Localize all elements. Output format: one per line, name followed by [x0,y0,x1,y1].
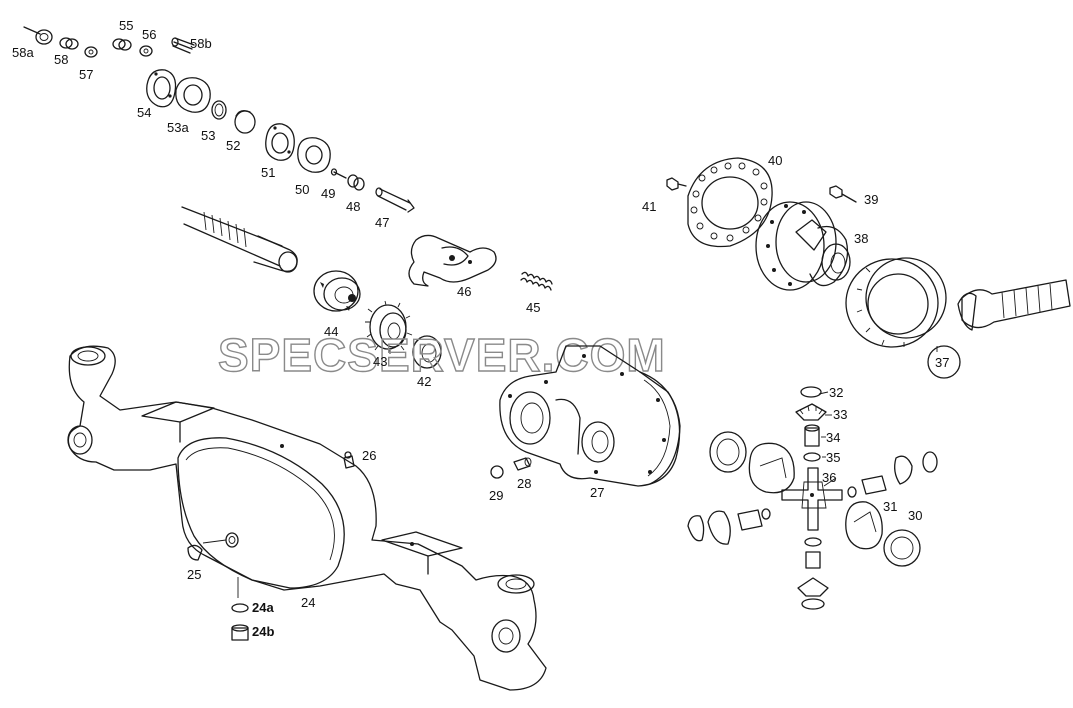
part-50-gasket [297,137,331,173]
callout-labels: 58a 58 57 55 56 58b 54 53a 53 52 51 50 4… [12,18,949,639]
part-58-nut [59,37,79,50]
part-56-washer [139,45,153,57]
callout-52: 52 [226,138,240,153]
callout-46: 46 [457,284,471,299]
part-29-o-ring [490,465,504,479]
leader-lines [202,346,938,598]
callout-24b: 24b [252,624,274,639]
callout-47: 47 [375,215,389,230]
callout-24: 24 [301,595,315,610]
callout-26: 26 [362,448,376,463]
callout-54: 54 [137,105,151,120]
callout-27: 27 [590,485,604,500]
part-26-breather [343,451,355,469]
lock-ring-holes [690,162,768,242]
part-48-nut [347,174,365,191]
callout-53: 53 [201,128,215,143]
part-32-washer [800,386,822,398]
callout-58a: 58a [12,45,34,60]
callout-49: 49 [321,186,335,201]
part-half-shaft [181,206,298,273]
part-45-spring [520,271,553,291]
part-58b-stud [171,37,195,54]
part-52-bearing-cup [234,110,256,134]
callout-58: 58 [54,52,68,67]
part-24b-plug [231,624,249,641]
callout-24a: 24a [252,600,274,615]
part-53a-gasket [175,77,211,113]
part-25-plug [187,544,203,561]
callout-28: 28 [517,476,531,491]
part-24-axle-housing [67,345,547,691]
callout-25: 25 [187,567,201,582]
callout-50: 50 [295,182,309,197]
part-40-lock-ring [687,157,773,248]
callout-48: 48 [346,199,360,214]
part-36-lower-stack [797,537,829,610]
callout-39: 39 [864,192,878,207]
part-24a-seal-ring [231,603,249,613]
callout-32: 32 [829,385,843,400]
part-55-nut [112,38,132,51]
part-36-spider [781,467,843,531]
callout-40: 40 [768,153,782,168]
callout-37: 37 [935,355,949,370]
part-ring-gear [845,257,947,348]
part-47-pin [375,187,415,213]
callout-42: 42 [417,374,431,389]
part-drive-pinion [957,279,1071,331]
part-35-ring [803,452,821,462]
part-drain-plug-housing [225,532,239,548]
part-33-side-gear [795,403,827,421]
callout-56: 56 [142,27,156,42]
callout-34: 34 [826,430,840,445]
callout-58b: 58b [190,36,212,51]
part-53-ring [211,100,227,120]
callout-55: 55 [119,18,133,33]
callout-43: 43 [373,354,387,369]
callout-57: 57 [79,67,93,82]
part-41-bolt [666,177,687,191]
part-58a-bolt [23,26,53,45]
part-44-sliding-sleeve [313,270,361,312]
part-42-nut [412,335,442,369]
callout-31: 31 [883,499,897,514]
part-51-flange [265,123,295,161]
callout-38: 38 [854,231,868,246]
part-38-differential-carrier [755,201,851,291]
callout-35: 35 [826,450,840,465]
callout-44: 44 [324,324,338,339]
part-28-bushing [513,457,532,471]
part-43-gear [365,300,413,354]
part-57-washer [84,46,98,58]
callout-45: 45 [526,300,540,315]
callout-51: 51 [261,165,275,180]
part-27-differential-housing [499,345,681,487]
part-34-bushing [804,424,820,447]
watermark-text: SPECSERVER.COM [218,329,666,381]
callout-29: 29 [489,488,503,503]
part-39-bolt [829,185,857,203]
callout-33: 33 [833,407,847,422]
part-54-flange [146,69,177,108]
part-46-shift-fork [408,234,497,287]
part-left-side-stack [687,431,795,545]
part-right-side-stack [845,451,938,567]
callout-30: 30 [908,508,922,523]
callout-41: 41 [642,199,656,214]
callout-36: 36 [822,470,836,485]
part-49-pin [330,168,347,179]
callout-53a: 53a [167,120,189,135]
callout-37-circle [927,345,961,379]
